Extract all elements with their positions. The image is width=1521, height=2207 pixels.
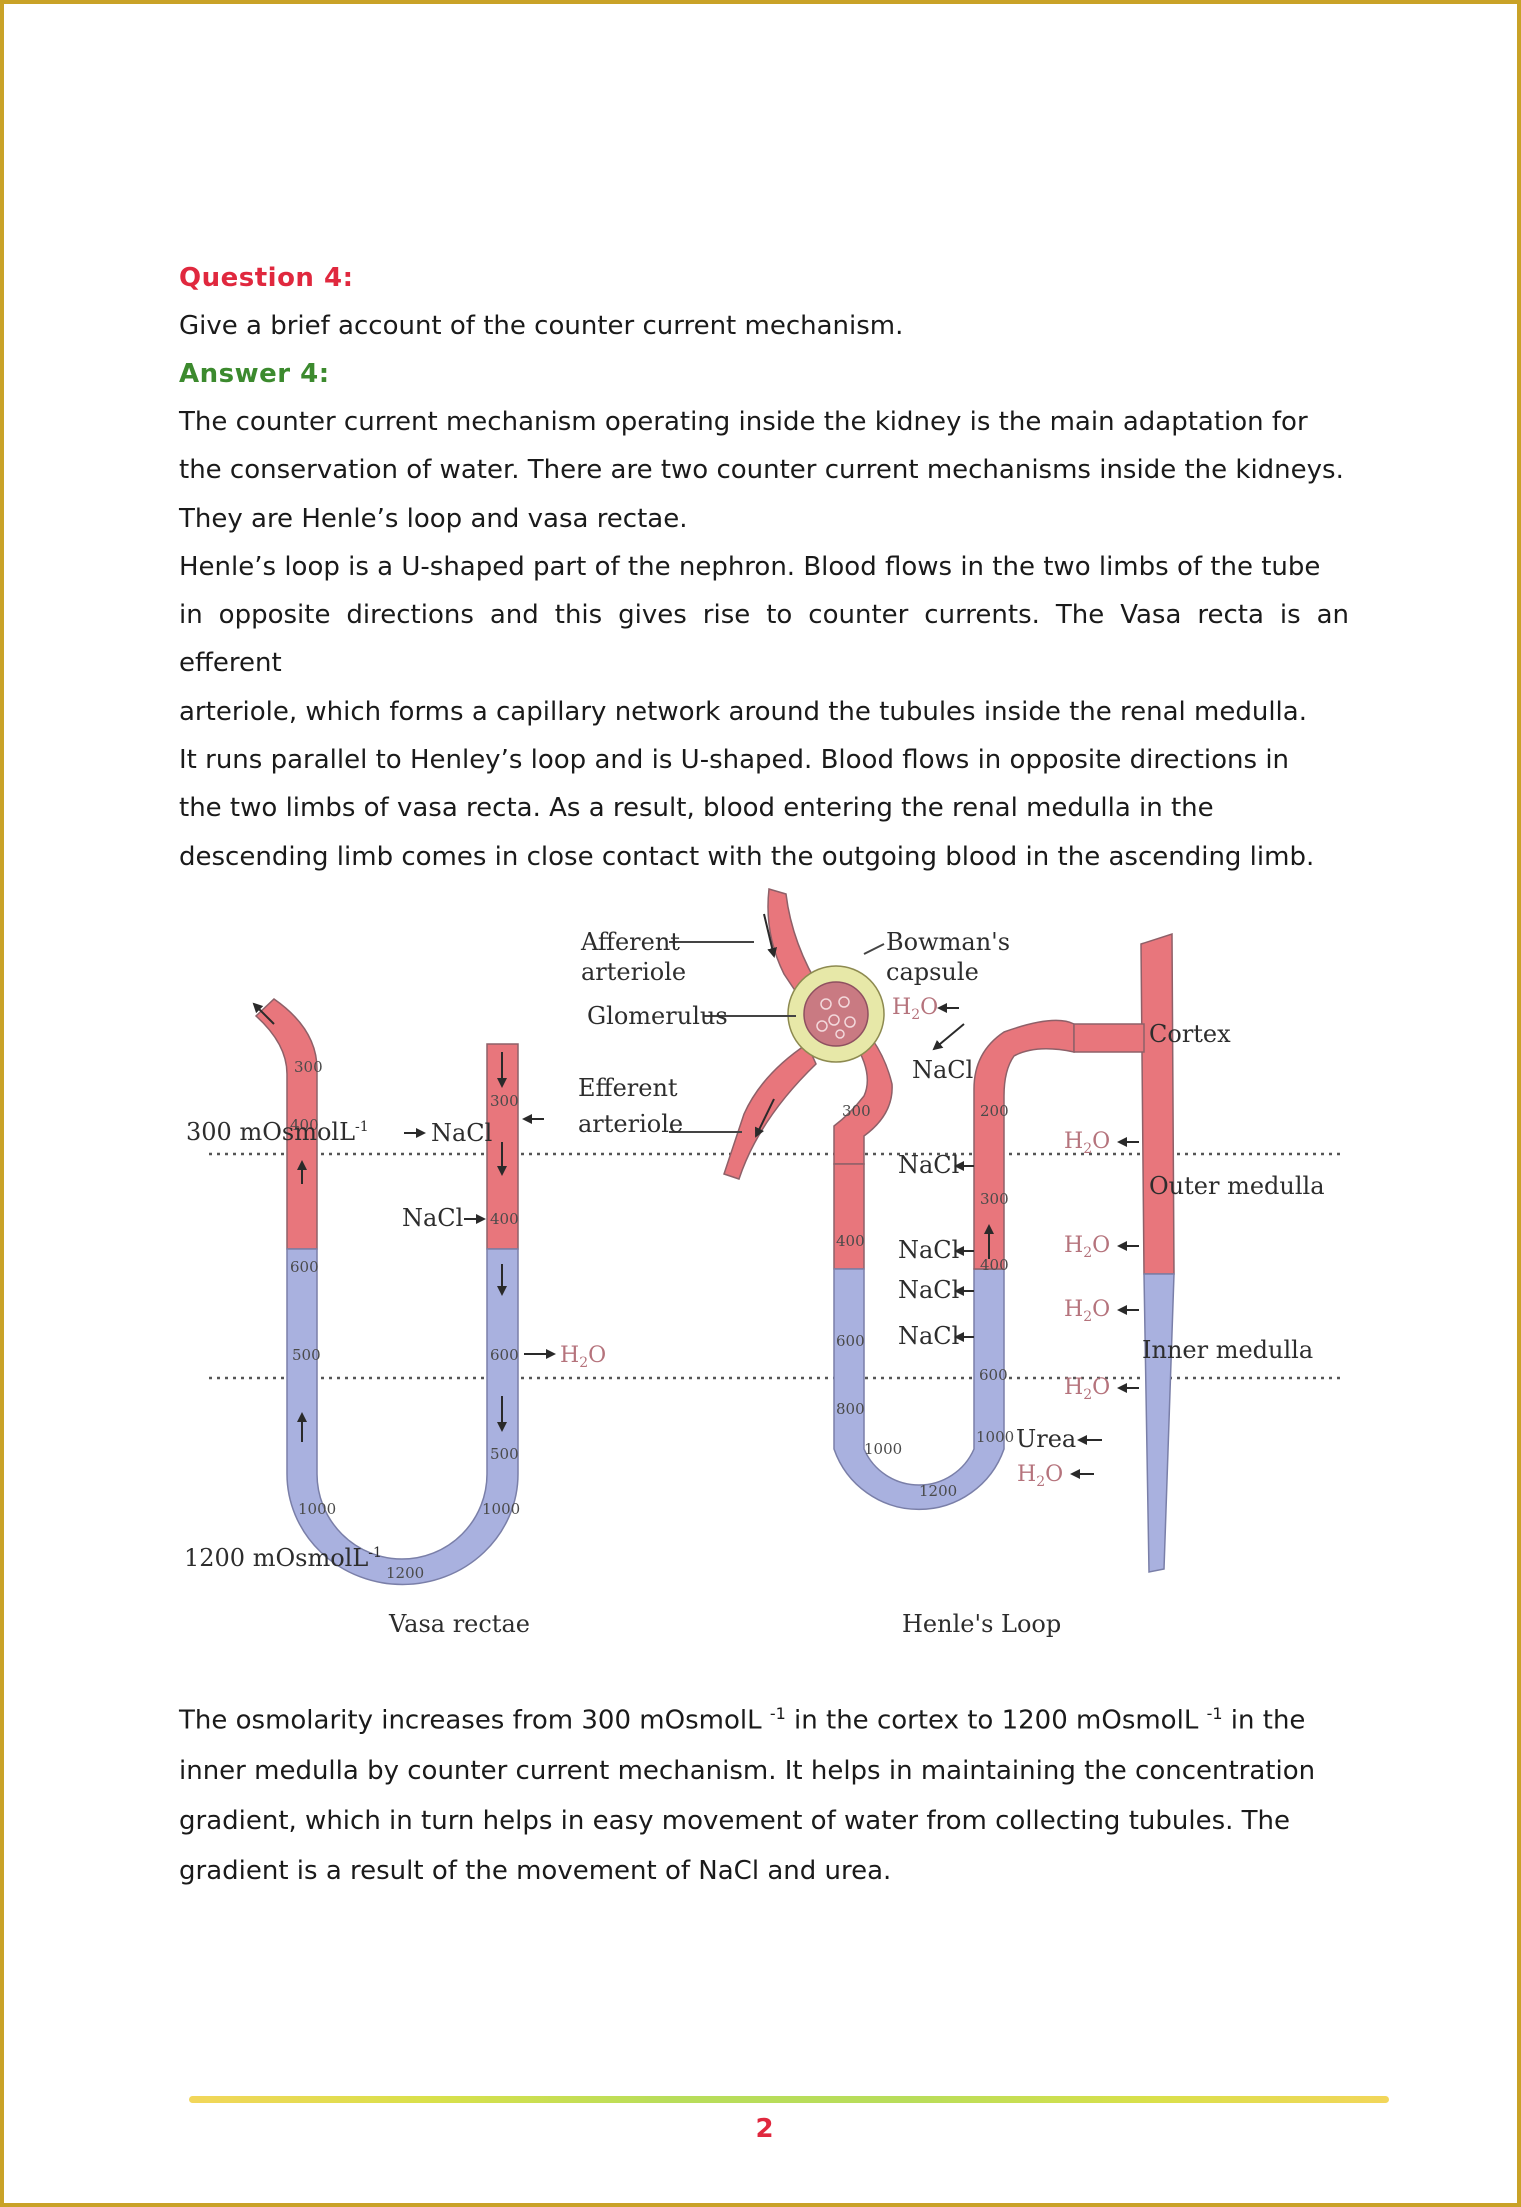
value-label: 600: [836, 1332, 865, 1350]
value-label: 800: [836, 1400, 865, 1418]
nacl-label: NaCl: [898, 1322, 959, 1350]
text-line: gradient, which in turn helps in easy mo…: [179, 1805, 1291, 1836]
water-label: H2O: [1064, 1375, 1110, 1403]
collecting-duct: [1073, 932, 1175, 1573]
water-label: H2O: [1064, 1297, 1110, 1325]
value-label: 200: [980, 1102, 1009, 1120]
value-label: 1000: [976, 1428, 1014, 1446]
arrow: [755, 1098, 775, 1138]
value-label: 300: [980, 1190, 1009, 1208]
efferent-label-line2: arteriole: [578, 1110, 683, 1138]
value-label: 400: [290, 1116, 319, 1134]
efferent-arteriole: [723, 1042, 817, 1180]
nacl-label: NaCl: [402, 1204, 463, 1232]
arrow: [252, 1002, 275, 1025]
value-label: 300: [490, 1092, 519, 1110]
counter-current-diagram: 300 400 600 500 1000 300 400 600 500 100…: [184, 888, 1342, 1638]
cortex-label: Cortex: [1149, 1020, 1231, 1048]
question-text: Give a brief account of the counter curr…: [179, 311, 904, 341]
value-label: 1000: [482, 1500, 520, 1518]
osmolarity-300-label: 300 mOsmolL-1: [186, 1118, 369, 1146]
value-label: 600: [490, 1346, 519, 1364]
nacl-label: NaCl: [431, 1119, 492, 1147]
value-label: 500: [292, 1346, 321, 1364]
answer-heading: Answer 4:: [179, 359, 330, 389]
nacl-label: NaCl: [912, 1056, 973, 1084]
water-label: H2O: [560, 1343, 606, 1371]
content: Question 4: Give a brief account of the …: [179, 254, 1349, 881]
inner-medulla-label: Inner medulla: [1142, 1336, 1313, 1364]
water-label: H2O: [892, 995, 938, 1023]
value-label: 400: [490, 1210, 519, 1228]
value-label: 1000: [298, 1500, 336, 1518]
leader-line: [863, 943, 885, 955]
vasa-rectae-caption: Vasa rectae: [388, 1610, 530, 1638]
value-label: 600: [290, 1258, 319, 1276]
vasa-rectae-tube: [254, 998, 519, 1586]
nacl-label: NaCl: [898, 1236, 959, 1264]
nacl-label: NaCl: [898, 1151, 959, 1179]
answer-paragraph-1: The counter current mechanism operating …: [179, 398, 1349, 543]
answer-paragraph-2: Henle’s loop is a U-shaped part of the n…: [179, 543, 1349, 881]
value-label: 500: [490, 1445, 519, 1463]
efferent-label-line1: Efferent: [578, 1074, 678, 1102]
water-label: H2O: [1017, 1462, 1063, 1490]
question-heading: Question 4:: [179, 263, 354, 293]
water-label: H2O: [1064, 1233, 1110, 1261]
afferent-label-line1: Afferent: [580, 928, 680, 956]
glomerulus-label: Glomerulus: [587, 1002, 728, 1030]
text-line: the conservation of water. There are two…: [179, 455, 1344, 486]
arrow: [763, 913, 778, 958]
osmolarity-1200-label: 1200 mOsmolL-1: [184, 1544, 382, 1572]
text-line: descending limb comes in close contact w…: [179, 841, 1315, 872]
text-line: It runs parallel to Henley’s loop and is…: [179, 745, 1290, 776]
henle-loop-tube: [833, 1019, 1075, 1511]
value-label: 400: [980, 1256, 1009, 1274]
conclusion-paragraph: The osmolarity increases from 300 mOsmol…: [179, 1689, 1349, 1896]
text-line: in opposite directions and this gives ri…: [179, 600, 1349, 679]
water-label: H2O: [1064, 1129, 1110, 1157]
bowmans-capsule: [787, 965, 885, 1063]
text-line: They are Henle’s loop and vasa rectae.: [179, 503, 688, 534]
nacl-label: NaCl: [898, 1276, 959, 1304]
bowman-label-line1: Bowman's: [886, 928, 1010, 956]
text-line: the two limbs of vasa recta. As a result…: [179, 793, 1214, 824]
text-line: Henle’s loop is a U-shaped part of the n…: [179, 551, 1321, 582]
text-line: arteriole, which forms a capillary netwo…: [179, 696, 1307, 727]
henle-loop-caption: Henle's Loop: [902, 1610, 1061, 1638]
urea-label: Urea: [1016, 1425, 1076, 1453]
bowman-label-line2: capsule: [886, 958, 979, 986]
text-line: inner medulla by counter current mechani…: [179, 1755, 1316, 1786]
value-label: 300: [294, 1058, 323, 1076]
value-label: 1200: [919, 1482, 957, 1500]
afferent-label-line2: arteriole: [581, 958, 686, 986]
value-label: 300: [842, 1102, 871, 1120]
value-label: 600: [979, 1366, 1008, 1384]
page-number: 2: [755, 2114, 774, 2144]
footer-divider: [189, 2096, 1389, 2103]
arrow: [932, 1023, 965, 1051]
value-label: 1200: [386, 1564, 424, 1582]
text-line: The counter current mechanism operating …: [179, 407, 1308, 437]
text-line: gradient is a result of the movement of …: [179, 1855, 892, 1886]
outer-medulla-label: Outer medulla: [1149, 1172, 1325, 1200]
value-label: 400: [836, 1232, 865, 1250]
text-line: The osmolarity increases from 300 mOsmol…: [179, 1704, 1306, 1736]
value-label: 1000: [864, 1440, 902, 1458]
